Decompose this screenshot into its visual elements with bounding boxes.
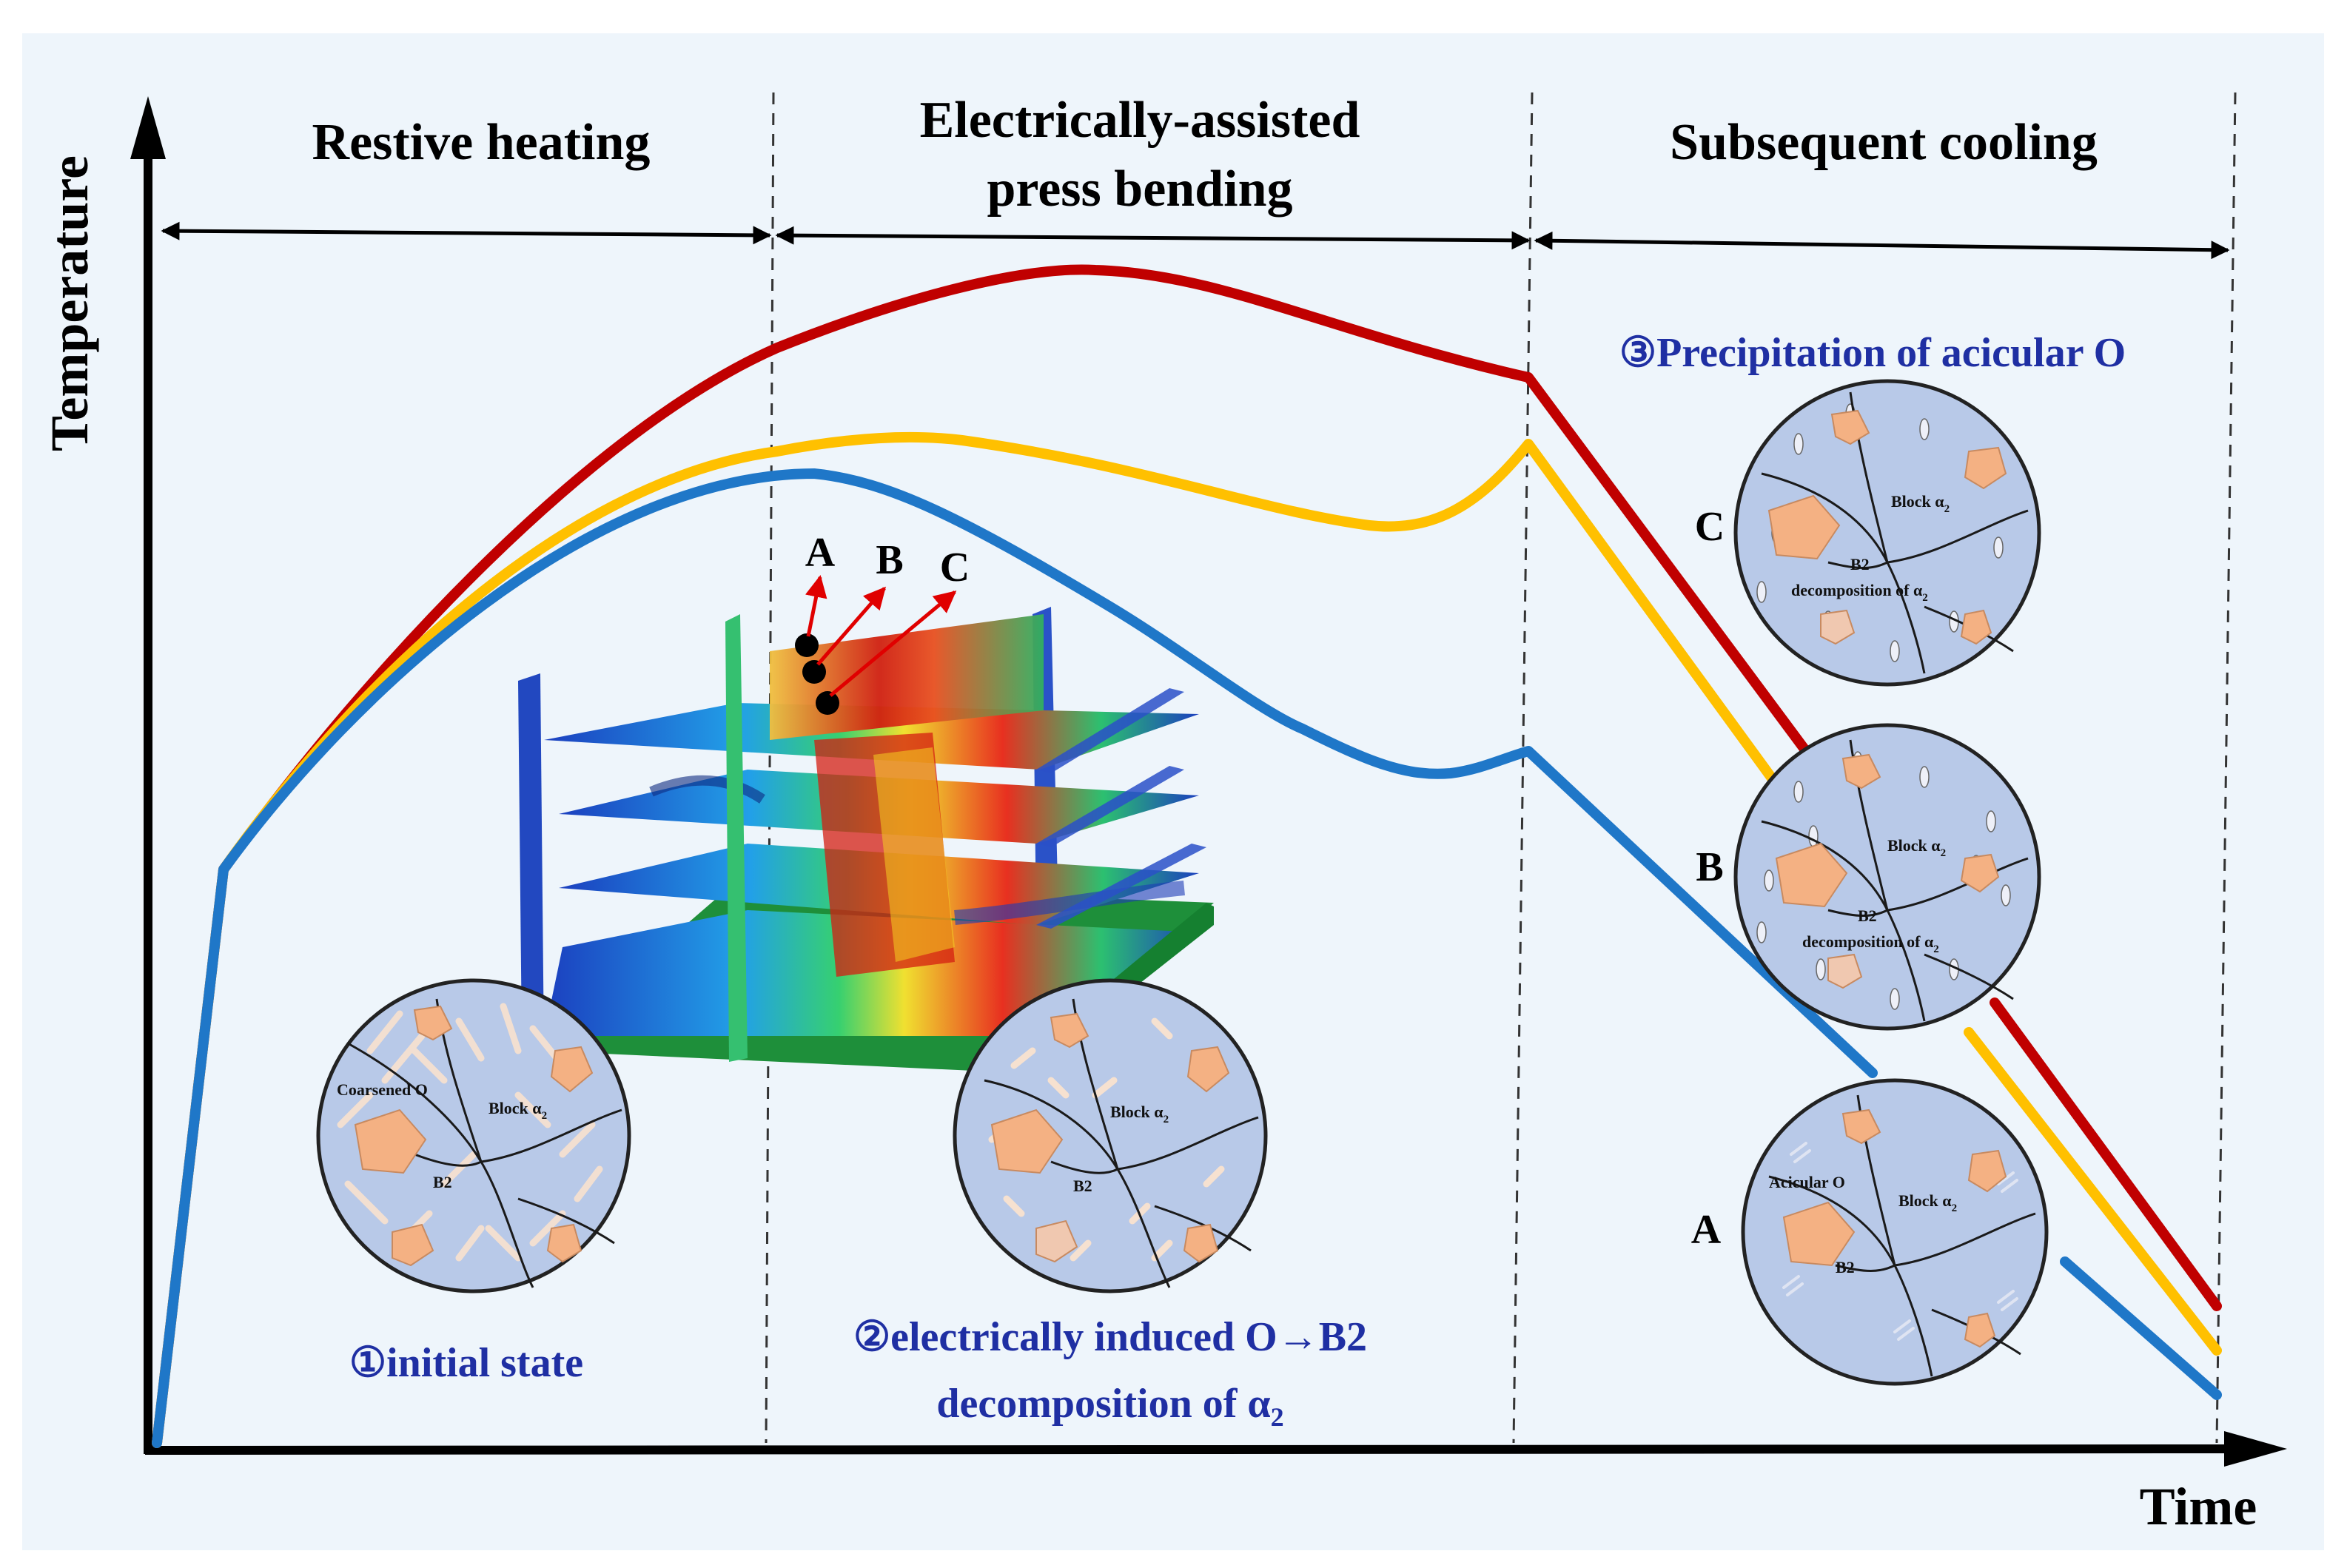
- y-axis-arrowhead: [130, 96, 166, 159]
- label-block-alpha-2: Block α2: [1110, 1103, 1169, 1125]
- x-axis: [144, 1444, 2225, 1455]
- state-label-initial: ①initial state: [349, 1340, 583, 1386]
- point-a-marker: [795, 633, 819, 657]
- stage-header-bending-2: press bending: [987, 161, 1292, 218]
- label-block-alpha-b: Block α2: [1887, 836, 1946, 859]
- state-label-electrical-1: ②electrically induced O→B2: [853, 1314, 1367, 1360]
- microstructure-initial: Coarsened O Block α2 B2: [316, 978, 631, 1293]
- x-axis-arrowhead: [2224, 1431, 2287, 1467]
- microstructure-a: Acicular O Block α2 B2: [1741, 1078, 2049, 1386]
- label-acicular-o: Acicular O: [1769, 1173, 1845, 1191]
- temperature-curves: [152, 264, 2222, 1448]
- label-decomp-c: decomposition of α2: [1791, 581, 1928, 604]
- state-label-electrical-2: decomposition of α2: [936, 1381, 1283, 1432]
- curve-c: [152, 264, 2222, 1448]
- label-b2-c: B2: [1850, 555, 1870, 573]
- label-coarsened-o: Coarsened O: [337, 1080, 428, 1099]
- measurement-points: A B C: [795, 530, 970, 715]
- point-b-marker: [802, 660, 826, 684]
- curve-a: [152, 468, 2222, 1448]
- label-block-alpha-a: Block α2: [1898, 1191, 1957, 1214]
- point-a-label: A: [805, 530, 836, 576]
- circle-label-c: C: [1695, 504, 1725, 550]
- label-decomp-b: decomposition of α2: [1802, 932, 1939, 955]
- stage-header-heating: Restive heating: [312, 114, 651, 171]
- circle-label-a: A: [1691, 1207, 1722, 1253]
- axes: [130, 96, 2287, 1467]
- curve-b: [152, 431, 2222, 1448]
- label-block-alpha-1: Block α2: [488, 1099, 547, 1122]
- x-axis-label: Time: [2140, 1477, 2257, 1536]
- stage-dividers: [765, 92, 2237, 1444]
- label-b2-1: B2: [433, 1173, 452, 1191]
- microstructure-c: Block α2 B2 decomposition of α2: [1733, 379, 2041, 687]
- microstructure-electrical: Block α2 B2: [953, 978, 1268, 1293]
- label-b2-a: B2: [1836, 1258, 1855, 1276]
- point-c-marker: [816, 691, 839, 715]
- stage-header-bending-1: Electrically-assisted: [920, 92, 1360, 149]
- state-label-precipitation: ③Precipitation of acicular O: [1619, 330, 2126, 376]
- circle-label-b: B: [1696, 844, 1723, 890]
- label-b2-b: B2: [1858, 906, 1877, 925]
- fe-temperature-model: [518, 607, 1214, 1077]
- stage-span-arrows: [161, 221, 2230, 260]
- label-b2-2: B2: [1073, 1177, 1092, 1195]
- label-block-alpha-c: Block α2: [1891, 492, 1950, 515]
- microstructure-b: Block α2 B2 decomposition of α2: [1733, 723, 2041, 1031]
- point-b-label: B: [876, 537, 903, 583]
- point-c-label: C: [940, 545, 970, 590]
- stage-header-cooling: Subsequent cooling: [1670, 114, 2098, 171]
- y-axis-label: Temperature: [40, 155, 99, 451]
